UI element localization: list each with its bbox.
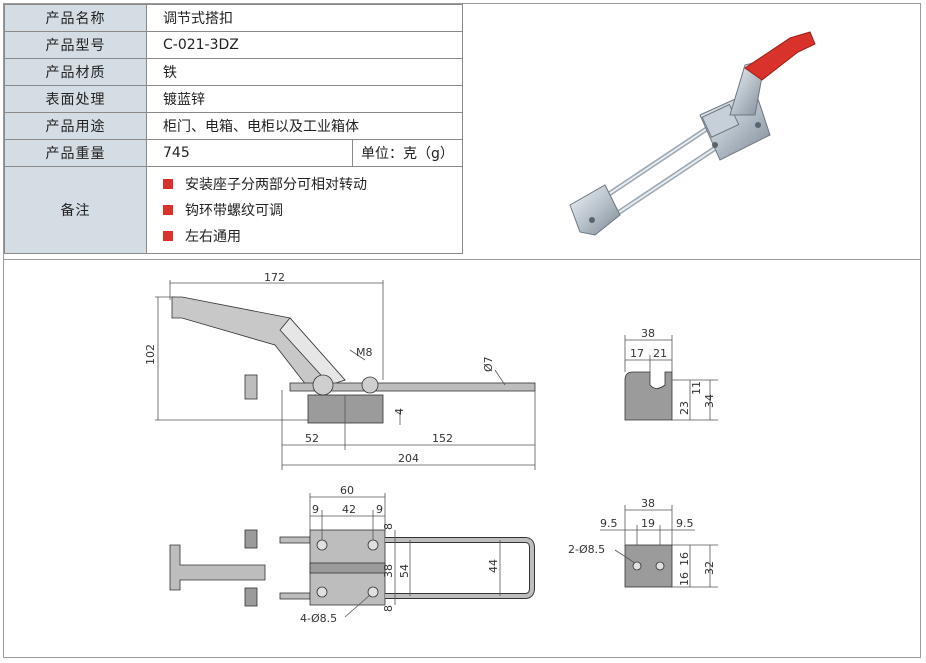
spec-row-surface: 表面处理 镀蓝锌 [4,85,463,113]
spec-key: 产品型号 [4,31,147,59]
side-view-labels: 172 102 M8 Ø7 4 52 152 204 [144,271,495,465]
spec-value: 柜门、电箱、电柜以及工业箱体 [146,112,463,140]
dim-label: 4 [393,408,406,415]
section-divider [3,259,921,260]
dim-label: 52 [305,432,319,445]
dim-label: 8 [382,605,395,612]
bullet-icon [163,231,173,241]
spec-row-use: 产品用途 柜门、电箱、电柜以及工业箱体 [4,112,463,140]
dim-label: 16 [678,572,691,586]
notes-cell: 安装座子分两部分可相对转动 钩环带螺纹可调 左右通用 [146,166,463,254]
dim-label: 38 [641,327,655,340]
spec-key: 产品重量 [4,139,147,167]
spec-key: 备注 [4,166,147,254]
spec-value: 镀蓝锌 [146,85,463,113]
spec-key: 产品用途 [4,112,147,140]
dim-label: 23 [678,401,691,415]
spec-row-weight: 产品重量 745 单位：克（g） [4,139,463,167]
end-view [624,335,718,421]
dim-label: Ø7 [482,356,495,372]
dim-label: 60 [340,484,354,497]
spec-key: 产品材质 [4,58,147,86]
bullet-icon [163,205,173,215]
spec-row-name: 产品名称 调节式搭扣 [4,4,463,32]
bullet-icon [163,179,173,189]
dim-label: 19 [641,517,655,530]
dim-label: 4-Ø8.5 [300,612,337,625]
note-item: 钩环带螺纹可调 [163,197,462,223]
dim-label: 9 [312,503,319,516]
spec-row-material: 产品材质 铁 [4,58,463,86]
dim-label: 172 [264,271,285,284]
dim-label: 34 [703,394,716,408]
page-frame [3,3,921,658]
spec-value: 铁 [146,58,463,86]
spec-unit: 单位：克（g） [352,139,463,167]
spec-value: C-021-3DZ [146,31,463,59]
dim-label: 38 [641,497,655,510]
dim-label: 54 [398,564,411,578]
dim-label: 11 [690,381,703,395]
dim-label: 9 [376,503,383,516]
dim-label: 102 [144,344,157,365]
spec-value: 调节式搭扣 [146,4,463,32]
dim-label: 38 [382,564,395,578]
spec-key: 表面处理 [4,85,147,113]
plate-view-labels: 38 9.5 19 9.5 2-Ø8.5 16 16 32 [568,497,716,586]
dim-label: 32 [703,561,716,575]
end-view-labels: 38 17 21 23 11 34 [630,327,716,415]
plate-view [600,505,718,588]
dim-label: M8 [356,346,373,359]
spec-key: 产品名称 [4,4,147,32]
spec-table: 产品名称 调节式搭扣 产品型号 C-021-3DZ 产品材质 铁 表面处理 镀蓝… [4,4,463,254]
top-view-labels: 60 9 42 9 8 38 54 8 44 4-Ø8.5 [300,484,500,625]
dim-label: 21 [653,347,667,360]
dim-label: 9.5 [600,517,618,530]
spec-row-notes: 备注 安装座子分两部分可相对转动 钩环带螺纹可调 左右通用 [4,166,463,254]
note-item: 左右通用 [163,223,462,249]
dim-label: 42 [342,503,356,516]
product-photo [569,31,816,236]
dim-label: 16 [678,552,691,566]
dim-label: 204 [398,452,419,465]
spec-row-model: 产品型号 C-021-3DZ [4,31,463,59]
dim-label: 9.5 [676,517,694,530]
note-item: 安装座子分两部分可相对转动 [163,171,462,197]
top-view [169,493,535,618]
dim-label: 2-Ø8.5 [568,543,605,556]
technical-drawing: 172 102 M8 Ø7 4 52 152 204 38 17 21 23 1… [144,271,718,625]
dim-label: 152 [432,432,453,445]
side-view [155,280,536,470]
dim-label: 44 [487,559,500,573]
dim-label: 17 [630,347,644,360]
spec-value: 745 [146,139,353,167]
dim-label: 8 [382,523,395,530]
